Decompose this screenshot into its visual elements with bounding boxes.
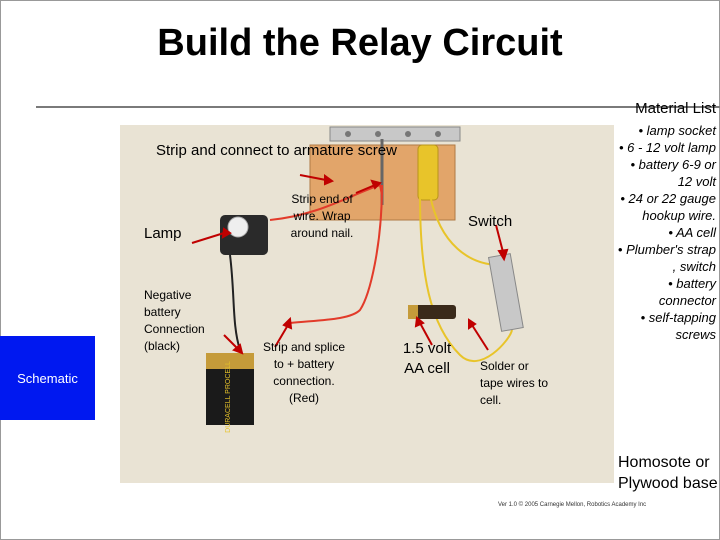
- material-item: • Plumber's strap , switch: [617, 242, 716, 274]
- yellow-wire-cell: [419, 194, 513, 363]
- material-item: • lamp socket: [638, 123, 716, 138]
- armature-strap: [329, 126, 461, 142]
- title-divider: [36, 106, 720, 108]
- aa-cell: [408, 305, 456, 319]
- circuit-photo: DURACELL PROCELL Strip and connect to ar…: [120, 125, 614, 483]
- battery-9v: DURACELL PROCELL: [206, 353, 254, 433]
- label-base: Homosote or Plywood base: [618, 454, 718, 492]
- annotation-arrows: [191, 174, 509, 355]
- material-item: • self-tapping screws: [640, 310, 716, 342]
- black-wire: [229, 254, 241, 351]
- material-list-heading: Material List: [635, 100, 716, 117]
- label-aa-cell: 1.5 volt AA cell: [402, 340, 452, 377]
- label-lamp: Lamp: [144, 225, 182, 242]
- label-strip-connect: Strip and connect to armature screw: [156, 142, 397, 159]
- label-negative-connection: Negative battery Connection (black): [144, 288, 205, 353]
- label-solder: Solder or tape wires to cell.: [480, 359, 549, 407]
- label-switch: Switch: [468, 213, 513, 230]
- material-item: • battery 6-9 or 12 volt: [630, 157, 716, 189]
- relay-coil: [417, 144, 439, 201]
- material-item: • AA cell: [668, 225, 716, 240]
- lamp-bulb: [227, 216, 249, 238]
- material-item: • 6 - 12 volt lamp: [618, 140, 716, 155]
- label-strip-end: Strip end of wire. Wrap around nail.: [290, 192, 354, 240]
- material-item: • battery connector: [658, 276, 716, 308]
- material-list: • lamp socket • 6 - 12 volt lamp • batte…: [614, 122, 716, 343]
- red-wire-nail: [289, 184, 383, 324]
- label-strip-splice: Strip and splice to + battery connection…: [262, 340, 346, 405]
- footer-copyright: Ver 1.0 © 2005 Carnegie Mellon, Robotics…: [498, 502, 647, 508]
- material-item: • 24 or 22 gauge hookup wire.: [620, 191, 716, 223]
- battery-label: DURACELL PROCELL: [225, 361, 232, 433]
- circuit-photo-drawing: DURACELL PROCELL: [191, 126, 524, 433]
- schematic-button[interactable]: Schematic: [0, 336, 95, 420]
- switch-strap: [487, 253, 524, 332]
- page-title: Build the Relay Circuit: [157, 22, 563, 64]
